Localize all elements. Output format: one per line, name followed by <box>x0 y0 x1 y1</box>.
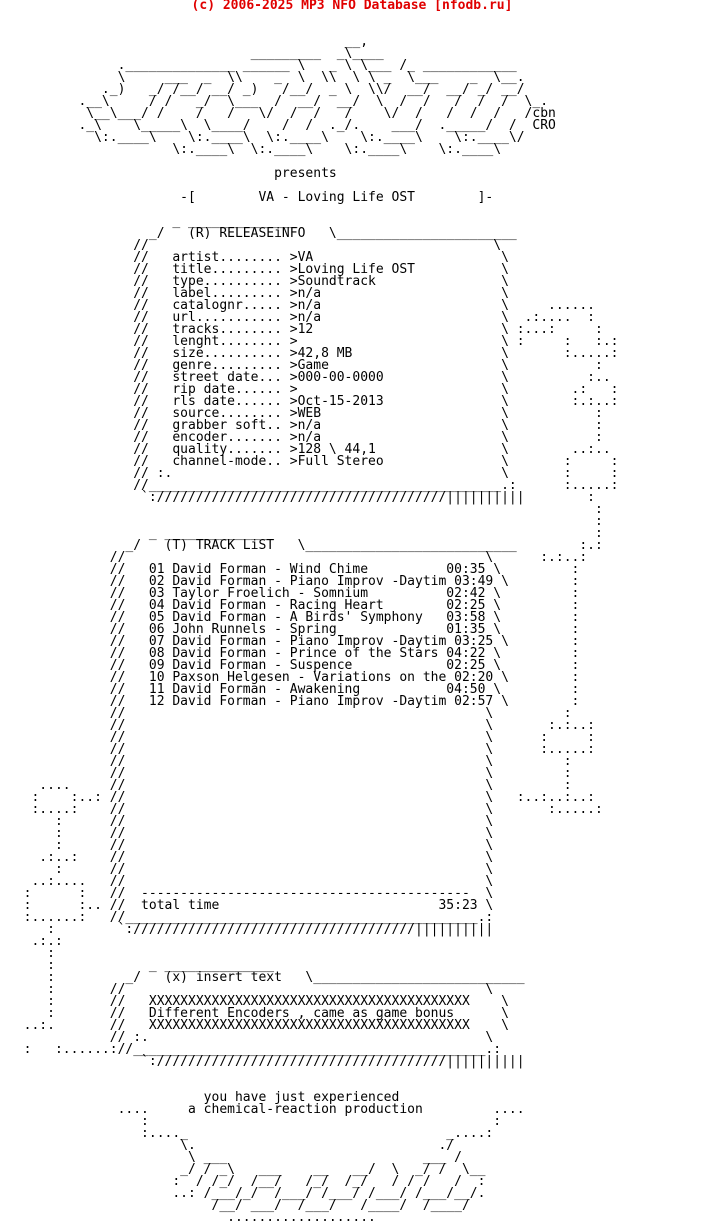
nfo-text-body: __, _________ _\____ .______________ ___… <box>23 34 619 1225</box>
page-header-title: (c) 2006-2025 MP3 NFO Database [nfodb.ru… <box>191 0 513 13</box>
